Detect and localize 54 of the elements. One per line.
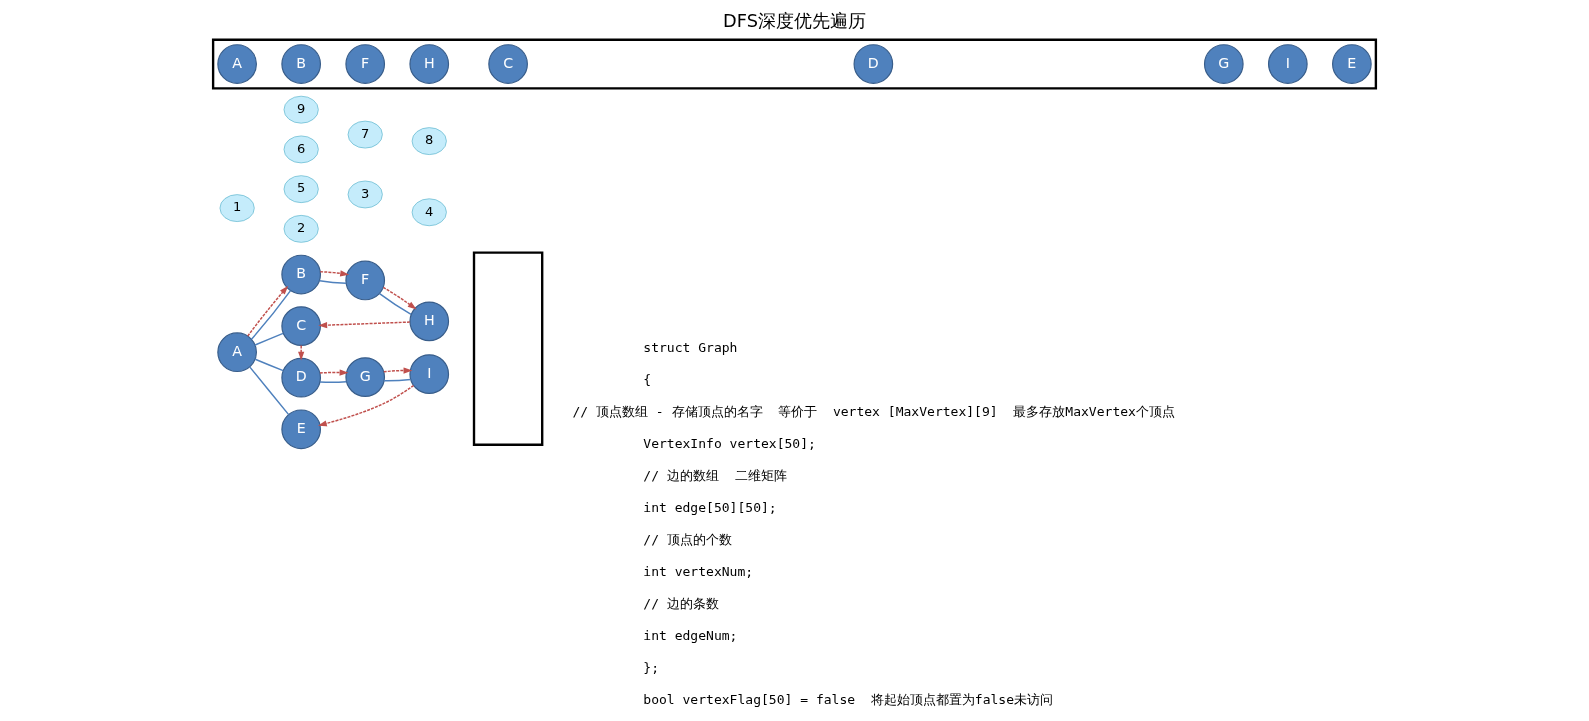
label: {	[643, 371, 652, 387]
label: };	[643, 660, 659, 676]
connector	[378, 292, 412, 316]
connector	[319, 381, 348, 384]
label: VertexInfo vertex[50];	[643, 436, 816, 452]
node-ellipse: 2	[283, 215, 319, 243]
arrow	[382, 286, 417, 310]
label: struct Graph	[643, 339, 738, 355]
connector	[248, 366, 290, 416]
node-ellipse: 3	[347, 180, 383, 209]
node-ellipse: 9	[283, 95, 319, 124]
cluster	[211, 38, 1378, 90]
label: int edgeNum;	[643, 628, 738, 644]
arrow	[383, 367, 413, 374]
node-circle: C	[281, 306, 322, 346]
label: bool vertexFlag[50] = false 将起始顶点都置为false未访问	[643, 692, 1054, 708]
connector	[254, 332, 284, 346]
connector	[318, 279, 347, 284]
node-circle: B	[281, 44, 322, 84]
node-circle: E	[1332, 44, 1372, 84]
diagram-title: DFS深度优先遍历	[723, 10, 866, 32]
node-ellipse: 8	[411, 127, 447, 155]
arrow	[298, 344, 305, 361]
node-circle: D	[853, 44, 894, 84]
node-ellipse: 6	[283, 135, 319, 164]
node-circle: H	[409, 44, 450, 84]
node-ellipse: 1	[219, 194, 255, 222]
label: // 顶点的个数	[643, 532, 732, 548]
node-circle: G	[1203, 44, 1244, 84]
arrow	[317, 384, 415, 427]
node-ellipse: 7	[347, 120, 383, 149]
node-circle: C	[488, 44, 528, 84]
label: // 边的条数	[643, 596, 719, 612]
label: int edge[50][50];	[643, 500, 777, 516]
label: int vertexNum;	[643, 564, 754, 580]
node-circle: I	[409, 354, 450, 394]
node-circle: A	[217, 332, 257, 373]
node-box	[472, 251, 544, 446]
label: // 顶点数组 - 存储顶点的名字 等价于 vertex [MaxVertex][9] 最多存放MaxVertex个顶点	[572, 404, 1175, 419]
arrow	[318, 321, 411, 329]
node-ellipse: 5	[283, 175, 319, 203]
connector	[254, 358, 284, 372]
node-circle: A	[217, 44, 257, 84]
label: // 边的数组 二维矩阵	[643, 468, 787, 484]
node-circle: G	[345, 357, 386, 397]
node-circle: F	[345, 260, 386, 301]
arrow	[319, 270, 350, 277]
connector	[383, 378, 412, 382]
node-circle: I	[1267, 44, 1308, 84]
arrow	[319, 369, 349, 376]
node-ellipse: 4	[411, 198, 447, 227]
node-circle: D	[281, 357, 322, 398]
node-circle: F	[345, 44, 386, 84]
node-circle: E	[281, 409, 322, 450]
